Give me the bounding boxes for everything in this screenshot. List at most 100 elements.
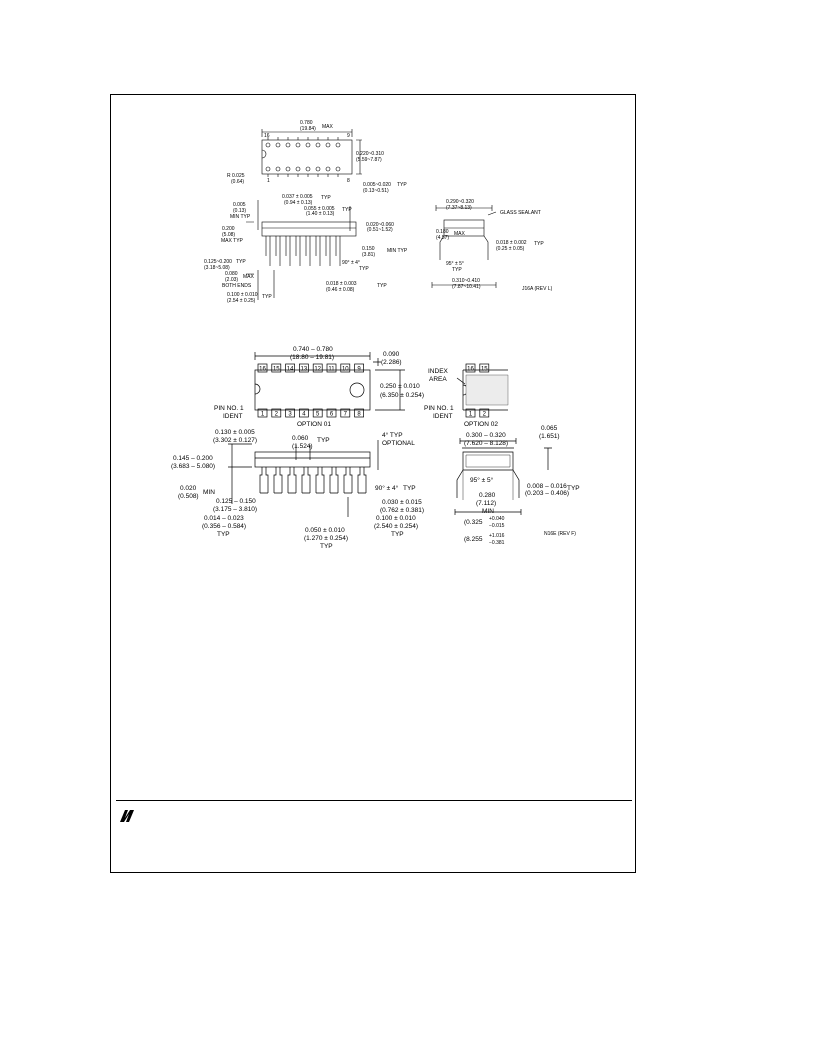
pin-number: 15 [481, 367, 488, 373]
svg-text:+0.040: +0.040 [489, 516, 505, 522]
svg-text:(0.13): (0.13) [233, 208, 246, 214]
svg-text:0.145 – 0.200: 0.145 – 0.200 [173, 455, 213, 462]
svg-text:0.037 ± 0.005: 0.037 ± 0.005 [282, 194, 313, 200]
svg-text:0.005~0.020: 0.005~0.020 [363, 182, 391, 188]
svg-text:(7.87~10.41): (7.87~10.41) [452, 284, 481, 290]
fig1-length-mm: (19.84) [300, 126, 316, 132]
svg-text:4° TYP: 4° TYP [382, 431, 403, 439]
svg-text:0.310~0.410: 0.310~0.410 [452, 278, 480, 284]
svg-text:(0.64): (0.64) [231, 179, 244, 185]
svg-text:(0.508): (0.508) [178, 493, 199, 500]
pin-box [285, 363, 295, 373]
svg-text:(0.94 ± 0.13): (0.94 ± 0.13) [284, 200, 313, 206]
svg-text:(3.683 – 5.080): (3.683 – 5.080) [171, 463, 215, 470]
svg-text:BOTH ENDS: BOTH ENDS [222, 283, 252, 289]
pin-box [326, 363, 337, 373]
pin-number: 4 [302, 412, 306, 418]
lead [301, 467, 311, 494]
lead [357, 467, 367, 494]
svg-text:TYP: TYP [567, 485, 580, 492]
svg-text:0.100 ± 0.010: 0.100 ± 0.010 [227, 292, 258, 298]
pin-box [257, 363, 268, 373]
svg-text:TYP: TYP [452, 267, 462, 273]
svg-text:0.065: 0.065 [541, 425, 558, 432]
pin-box [312, 408, 323, 418]
lead [315, 467, 325, 494]
svg-text:(1.270 ± 0.254): (1.270 ± 0.254) [304, 535, 348, 542]
pin-number: 11 [328, 367, 335, 373]
svg-text:OPTIONAL: OPTIONAL [382, 440, 415, 447]
svg-text:PIN NO. 1: PIN NO. 1 [424, 405, 454, 412]
svg-text:TYP: TYP [320, 543, 333, 550]
svg-text:(3.175 – 3.810): (3.175 – 3.810) [213, 506, 257, 513]
svg-text:90° ± 4°: 90° ± 4° [342, 260, 360, 266]
svg-text:TYP: TYP [317, 437, 330, 444]
fig2-length: 0.740 – 0.780 [293, 346, 333, 353]
svg-text:0.130 ± 0.005: 0.130 ± 0.005 [215, 429, 255, 436]
svg-text:−0.381: −0.381 [489, 540, 505, 546]
svg-text:(4.57): (4.57) [436, 235, 449, 241]
plastic-dip-end-view [454, 438, 552, 515]
svg-text:0.018 ± 0.003: 0.018 ± 0.003 [326, 281, 357, 287]
svg-text:(0.25 ± 0.05): (0.25 ± 0.05) [496, 246, 525, 252]
svg-text:(1.651): (1.651) [539, 433, 560, 440]
pin-number: 14 [287, 367, 294, 373]
pin-number: 13 [301, 367, 308, 373]
pin-number: 9 [357, 367, 361, 373]
pin-number: 2 [275, 412, 279, 418]
pin-number: 10 [342, 367, 349, 373]
ceramic-dip-top-view [261, 129, 362, 177]
svg-text:MAX: MAX [322, 124, 334, 130]
svg-text:0.008 – 0.016: 0.008 – 0.016 [527, 483, 567, 490]
svg-text:0.290~0.320: 0.290~0.320 [446, 199, 474, 205]
pin-box [299, 408, 309, 418]
svg-text:(0.13~0.51): (0.13~0.51) [363, 188, 389, 194]
lead [259, 467, 269, 494]
svg-text:0.150: 0.150 [362, 246, 375, 252]
svg-text:0.200: 0.200 [222, 226, 235, 232]
svg-text:(0.356 – 0.584): (0.356 – 0.584) [202, 523, 246, 530]
side-view-leads [259, 467, 367, 494]
svg-text:(0.762 ± 0.381): (0.762 ± 0.381) [380, 507, 424, 514]
svg-text:PIN NO. 1: PIN NO. 1 [214, 405, 244, 412]
svg-text:INDEX: INDEX [428, 368, 449, 375]
svg-text:0.125~0.200: 0.125~0.200 [204, 259, 232, 265]
svg-text:(2.540 ± 0.254): (2.540 ± 0.254) [374, 523, 418, 530]
pin-box [465, 363, 476, 373]
svg-text:0.020~0.060: 0.020~0.060 [366, 222, 394, 228]
svg-text:0.020: 0.020 [180, 485, 197, 492]
svg-text:(0.46 ± 0.08): (0.46 ± 0.08) [326, 287, 355, 293]
footer-divider [116, 800, 632, 801]
svg-text:95° ± 5°: 95° ± 5° [446, 261, 464, 267]
svg-text:TYP: TYP [534, 241, 544, 247]
figure-ceramic-dip-drawing: 0.780 (19.84) MAX 16 9 1 8 R 0.025 (0.64… [204, 120, 553, 304]
lead [287, 467, 297, 494]
svg-text:R 0.025: R 0.025 [227, 173, 245, 179]
pin-box [285, 408, 295, 418]
svg-text:0.125 – 0.150: 0.125 – 0.150 [216, 498, 256, 505]
option-01-top-view [254, 352, 405, 411]
svg-text:TYP: TYP [217, 531, 230, 538]
svg-text:0.080: 0.080 [225, 271, 238, 277]
pin-box [299, 363, 309, 373]
national-semiconductor-logo-icon [120, 810, 134, 822]
pin-number: 6 [330, 412, 334, 418]
pin-number: 16 [467, 367, 474, 373]
svg-text:AREA: AREA [429, 376, 447, 383]
svg-text:(3.302 ± 0.127): (3.302 ± 0.127) [213, 437, 257, 444]
pin-box [354, 363, 364, 373]
pin-box [340, 363, 351, 373]
svg-text:(2.03): (2.03) [225, 277, 238, 283]
svg-text:(7.37~8.13): (7.37~8.13) [446, 205, 472, 211]
svg-text:0.100 ± 0.010: 0.100 ± 0.010 [376, 515, 416, 522]
svg-text:−0.015: −0.015 [489, 523, 505, 529]
pin-box [340, 408, 351, 418]
svg-text:MAX: MAX [454, 231, 466, 237]
svg-text:(0.325: (0.325 [464, 519, 483, 526]
svg-text:8: 8 [347, 178, 350, 184]
fig1-length: 0.780 [300, 120, 313, 126]
